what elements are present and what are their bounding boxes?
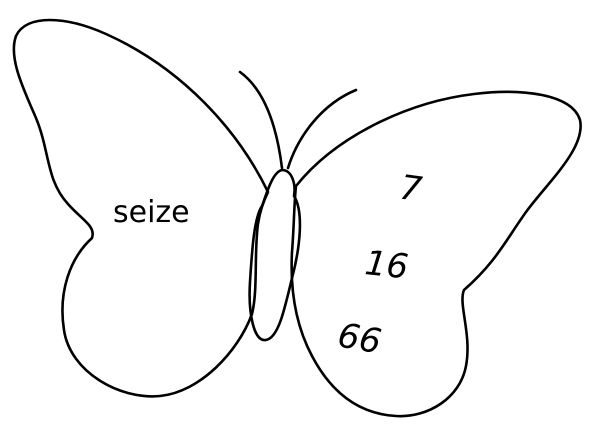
right-wing-number-1: 7 xyxy=(397,168,424,211)
right-antenna xyxy=(286,88,358,170)
butterfly-body xyxy=(248,168,302,342)
right-wing-number-3: 66 xyxy=(335,315,385,362)
right-wing-number-2: 16 xyxy=(363,243,410,287)
left-antenna xyxy=(238,70,284,170)
right-wing xyxy=(290,90,582,418)
left-wing-word: seize xyxy=(113,195,190,230)
